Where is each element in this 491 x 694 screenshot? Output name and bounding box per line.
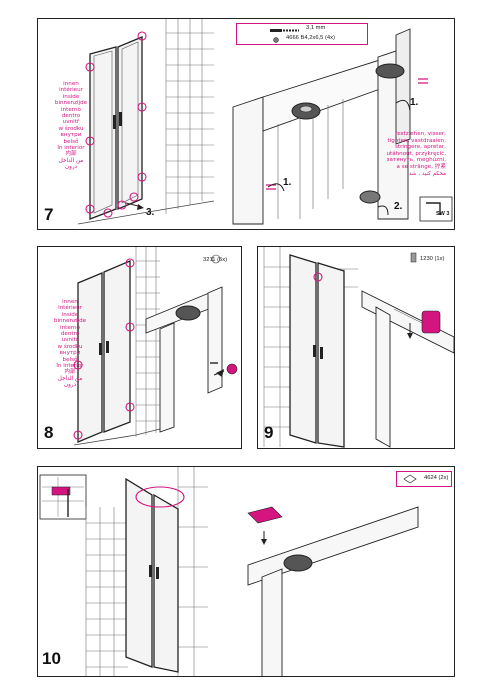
step-8-panel: 8 innen intérieur inside binnenzijde int… (37, 246, 242, 449)
tighten-word: tighten, vastdraaien, (387, 137, 446, 144)
callout-2: 2. (394, 201, 403, 212)
interior-word: belső (62, 356, 78, 363)
tighten-word: محکم کنید ، شد (408, 170, 446, 177)
callout-1-upper: 1. (410, 97, 419, 108)
tighten-word: затянуть, meghúzni, (386, 157, 446, 164)
interior-word: binnenzijde (53, 318, 87, 325)
step-8-interior-label: innen intérieur inside binnenzijde inter… (46, 299, 94, 389)
step-9-panel: 9 1230 (1x) (257, 246, 455, 449)
interior-word: dentro (61, 113, 81, 120)
tighten-label: festziehen, visser, tighten, vastdraaien… (368, 131, 446, 177)
step-7-panel: 7 innen intérieur inside binnenzijde int… (37, 18, 455, 230)
step-10-number: 10 (42, 649, 61, 668)
step-9-illustration (263, 247, 454, 448)
interior-word: внутри (60, 132, 82, 139)
step-10-panel: 10 4624 (2x) (37, 466, 455, 677)
interior-word: من الداخل (58, 157, 84, 164)
interior-word: درون (63, 382, 76, 389)
interior-word: innen (63, 81, 79, 87)
interior-word: dentro (60, 331, 80, 338)
interior-word: binnenzijde (54, 100, 88, 107)
hardware-badge-box (236, 23, 368, 45)
interior-word: w środku (58, 125, 84, 132)
interior-word: belső (63, 138, 79, 145)
tighten-word: stringere, apretar, (395, 144, 446, 151)
step-8-number: 8 (44, 423, 54, 442)
tighten-word: utáhnout, przykręcić, (386, 150, 446, 157)
callout-3: 3. (146, 207, 155, 218)
screw-label: 4666 B4,2x6,5 (4x) (286, 35, 335, 41)
interior-word: intérieur (58, 305, 82, 312)
step-7-illustration (77, 19, 453, 225)
interior-word: من الداخل (57, 375, 83, 382)
interior-word: în interior (57, 145, 85, 152)
part-label-3211: 3211 (6x) (203, 257, 228, 263)
interior-word: inside (62, 93, 80, 100)
step-8-illustration (73, 247, 238, 446)
interior-word: uvnitř (61, 337, 79, 344)
drill-label: 3,1 mm (306, 25, 326, 31)
tighten-word: festziehen, visser, (395, 131, 446, 137)
interior-word: innen (62, 299, 78, 305)
step-7-interior-label: innen intérieur inside binnenzijde inter… (46, 81, 96, 171)
interior-word: în interior (56, 363, 84, 370)
interior-word: 内部 (65, 151, 77, 158)
interior-word: درون (64, 164, 77, 171)
interior-word: w środku (57, 343, 83, 350)
step-9-number: 9 (264, 423, 274, 442)
interior-word: uvnitř (62, 119, 80, 126)
interior-word: внутри (59, 350, 81, 357)
allen-key-size-label: SW 3 (436, 211, 450, 217)
interior-word: 内部 (64, 369, 76, 376)
interior-word: inside (61, 311, 79, 318)
callout-1-lower: 1. (283, 177, 292, 188)
interior-word: interno (61, 106, 81, 113)
step-10-illustration (39, 467, 419, 676)
interior-word: intérieur (59, 87, 83, 94)
step-7-number: 7 (44, 205, 54, 224)
interior-word: interno (60, 324, 80, 331)
part-label-1230: 1230 (1x) (420, 256, 445, 262)
part-badge-box (396, 471, 452, 487)
part-label-4624: 4624 (2x) (424, 475, 449, 481)
tighten-word: a se strânge, 拧紧 (396, 163, 446, 170)
